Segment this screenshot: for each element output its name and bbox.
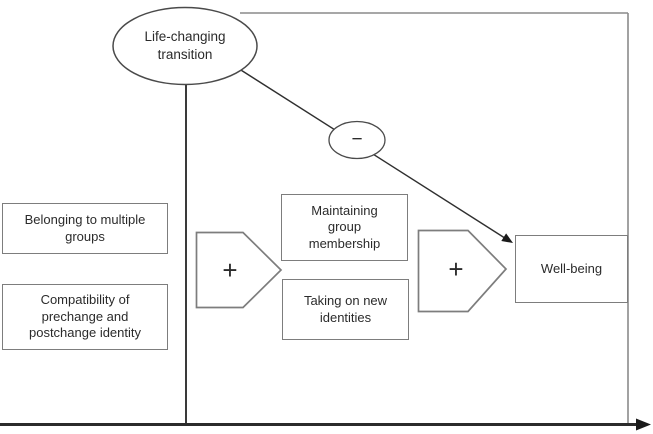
plus-operator-left: + <box>222 254 238 285</box>
transition-label: Life-changing transition <box>144 29 226 62</box>
minus-ellipse <box>328 120 386 160</box>
transition-ellipse <box>112 6 258 86</box>
minus-operator: − <box>351 129 363 150</box>
negative-path-arrowhead-icon <box>501 233 513 243</box>
plus-pentagon-left <box>195 231 283 309</box>
compatibility-box: Compatibility of prechange and postchang… <box>2 284 168 350</box>
plus-pentagon-right <box>417 229 508 313</box>
wellbeing-box: Well-being <box>515 235 628 303</box>
plus-operator-right: + <box>448 253 464 284</box>
belonging-box: Belonging to multiple groups <box>2 203 168 254</box>
taking-box: Taking on new identities <box>282 279 409 340</box>
maintaining-box: Maintaining group membership <box>281 194 408 261</box>
bottom-axis-arrowhead-icon <box>636 418 651 431</box>
